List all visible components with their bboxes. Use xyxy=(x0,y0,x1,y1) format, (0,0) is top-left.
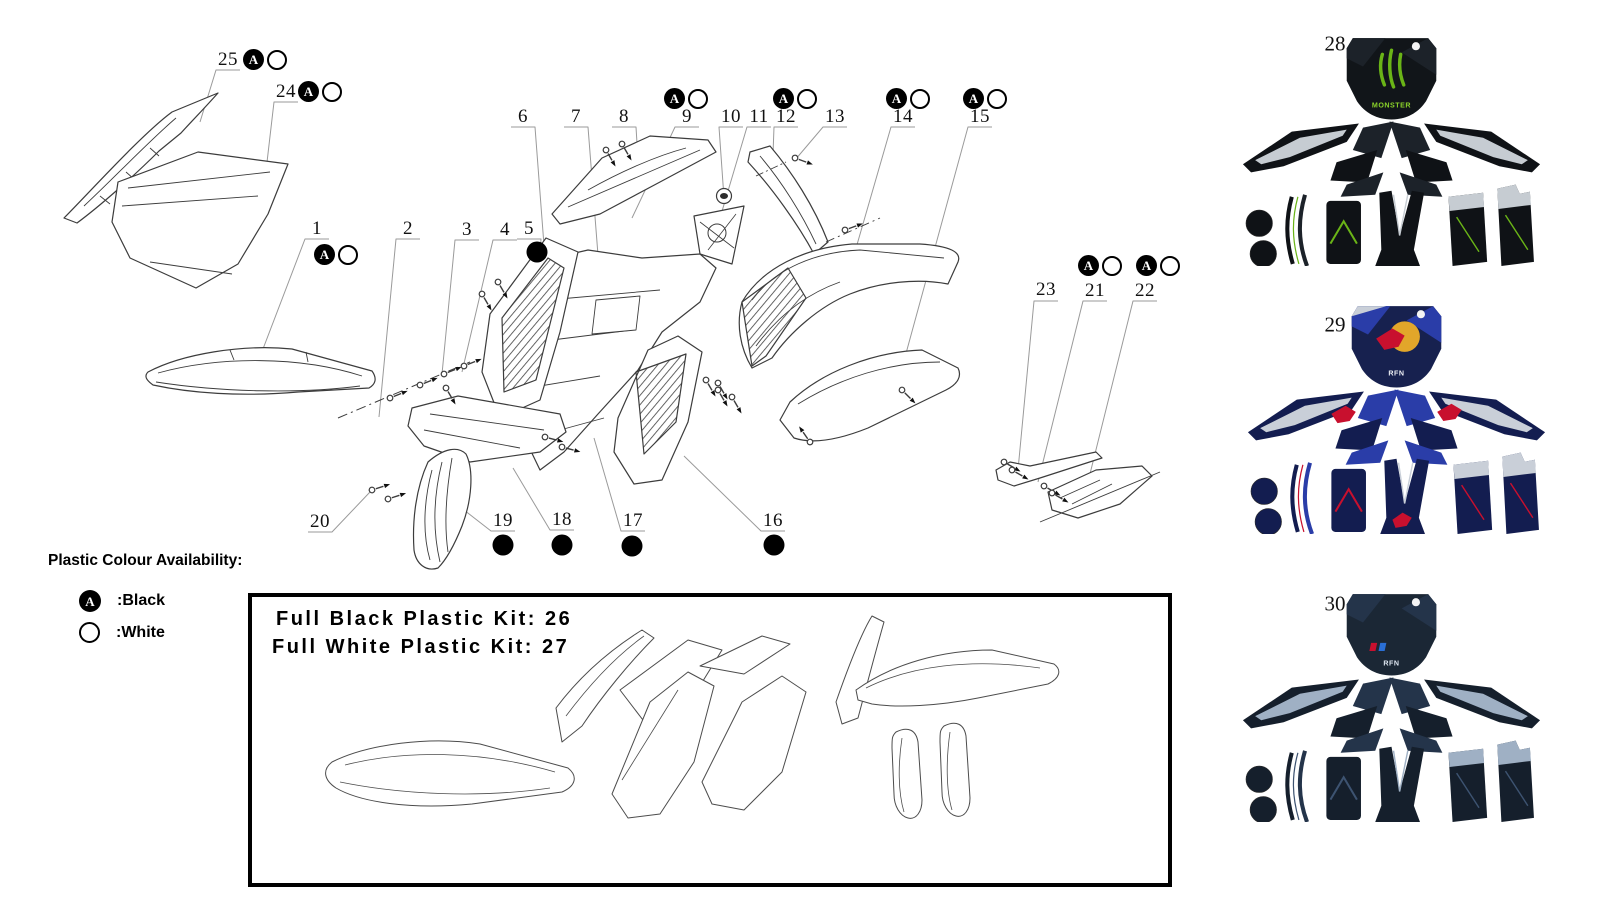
black-only-dot-part-5 xyxy=(526,241,548,263)
part-16-side-shroud xyxy=(614,336,731,484)
graphic-kit-28-monster: MONSTER xyxy=(1238,34,1545,266)
fastener-axis xyxy=(338,355,484,504)
callout-number-23: 23 xyxy=(1036,279,1056,300)
callout-number-20: 20 xyxy=(310,511,330,532)
full-white-kit-label: Full White Plastic Kit: 27 xyxy=(272,636,570,658)
svg-text:RFN: RFN xyxy=(1383,659,1399,667)
black-colour-icon: A xyxy=(773,88,794,109)
callout-number-12: 12 xyxy=(776,106,796,127)
callout-number-14: 14 xyxy=(893,106,913,127)
black-colour-icon: A xyxy=(79,590,101,612)
white-colour-icon xyxy=(79,622,100,643)
black-colour-icon: A xyxy=(1136,255,1157,276)
callout-number-8: 8 xyxy=(619,106,629,127)
callout-number-4: 4 xyxy=(500,219,510,240)
part-5-radiator-shroud xyxy=(477,238,578,418)
callout-number-3: 3 xyxy=(462,219,472,240)
black-only-dot-part-16 xyxy=(763,534,785,556)
part-25-rear-trim xyxy=(64,93,218,223)
leader-lines xyxy=(200,70,1157,532)
callout-number-24: 24 xyxy=(276,81,296,102)
callout-number-18: 18 xyxy=(552,509,572,530)
black-colour-icon: A xyxy=(314,244,335,265)
black-only-dot-part-18 xyxy=(551,534,573,556)
callout-number-19: 19 xyxy=(493,510,513,531)
callout-number-11: 11 xyxy=(749,106,769,127)
callout-number-15: 15 xyxy=(970,106,990,127)
black-only-dot-part-19 xyxy=(492,534,514,556)
callout-number-6: 6 xyxy=(518,106,528,127)
full-kit-box xyxy=(248,593,1172,887)
indicator-part-25: A xyxy=(243,49,287,70)
callout-number-2: 2 xyxy=(403,218,413,239)
indicator-part-24: A xyxy=(298,81,342,102)
indicator-part-9: A xyxy=(664,88,708,109)
callout-number-10: 10 xyxy=(721,106,741,127)
indicator-part-14: A xyxy=(886,88,930,109)
white-colour-icon xyxy=(1160,255,1180,276)
part-14-rear-fender xyxy=(739,218,959,368)
callout-number-5: 5 xyxy=(524,218,534,239)
part-9-top-panel xyxy=(552,136,716,224)
kit-30-number: 30 xyxy=(1324,591,1346,616)
part-11-bracket xyxy=(694,206,744,264)
part-19-fork-guard xyxy=(414,449,471,569)
indicator-part-22: A xyxy=(1136,255,1180,276)
full-kit-assembled-art xyxy=(326,616,1059,818)
part-12-blade xyxy=(748,146,828,254)
legend-white-row: :White xyxy=(79,622,165,643)
black-colour-icon: A xyxy=(1078,255,1099,276)
white-colour-icon xyxy=(987,88,1007,109)
part-21-23-chain-guide xyxy=(996,452,1160,522)
callout-number-13: 13 xyxy=(825,106,845,127)
indicator-part-15: A xyxy=(963,88,1007,109)
redbull-plate-graphics xyxy=(1331,306,1462,528)
callout-number-16: 16 xyxy=(763,510,783,531)
legend-black-row: A :Black xyxy=(79,590,165,612)
legend-black-label: :Black xyxy=(117,592,166,609)
kit-29-number: 29 xyxy=(1324,312,1346,337)
white-colour-icon xyxy=(1102,255,1122,276)
white-colour-icon xyxy=(797,88,817,109)
indicator-part-21: A xyxy=(1078,255,1122,276)
callout-number-22: 22 xyxy=(1135,280,1155,301)
part-10-grommet xyxy=(717,189,732,204)
callout-number-7: 7 xyxy=(571,106,581,127)
part-15-side-panel xyxy=(713,350,959,447)
legend-title: Plastic Colour Availability: xyxy=(48,552,243,569)
black-colour-icon: A xyxy=(298,81,319,102)
white-colour-icon xyxy=(910,88,930,109)
monster-claw-logo xyxy=(1378,48,1406,89)
part-18-lower-panel xyxy=(408,383,582,462)
full-black-kit-label: Full Black Plastic Kit: 26 xyxy=(276,608,573,630)
white-colour-icon xyxy=(338,244,358,265)
svg-text:RFN: RFN xyxy=(1388,369,1404,377)
svg-text:MONSTER: MONSTER xyxy=(1372,101,1411,109)
white-colour-icon xyxy=(688,88,708,109)
white-colour-icon xyxy=(322,81,342,102)
callout-number-17: 17 xyxy=(623,510,643,531)
callout-number-1: 1 xyxy=(312,218,322,239)
black-colour-icon: A xyxy=(963,88,984,109)
kit-28-number: 28 xyxy=(1324,31,1346,56)
rfn-plate-logo xyxy=(1369,642,1387,652)
callout-number-21: 21 xyxy=(1085,280,1105,301)
black-colour-icon: A xyxy=(886,88,907,109)
graphic-kit-30-rfn: RFN xyxy=(1238,590,1545,822)
part-1-front-fender xyxy=(146,348,375,394)
graphic-kit-29-redbull: RFN xyxy=(1243,302,1550,534)
black-only-dot-part-17 xyxy=(621,535,643,557)
part-24-side-cover xyxy=(112,152,288,288)
indicator-part-1: A xyxy=(314,244,358,265)
callout-number-25: 25 xyxy=(218,49,238,70)
white-colour-icon xyxy=(267,49,287,70)
black-colour-icon: A xyxy=(243,49,264,70)
legend-white-label: :White xyxy=(116,623,165,641)
callout-number-9: 9 xyxy=(682,106,692,127)
indicator-part-12: A xyxy=(773,88,817,109)
black-colour-icon: A xyxy=(664,88,685,109)
